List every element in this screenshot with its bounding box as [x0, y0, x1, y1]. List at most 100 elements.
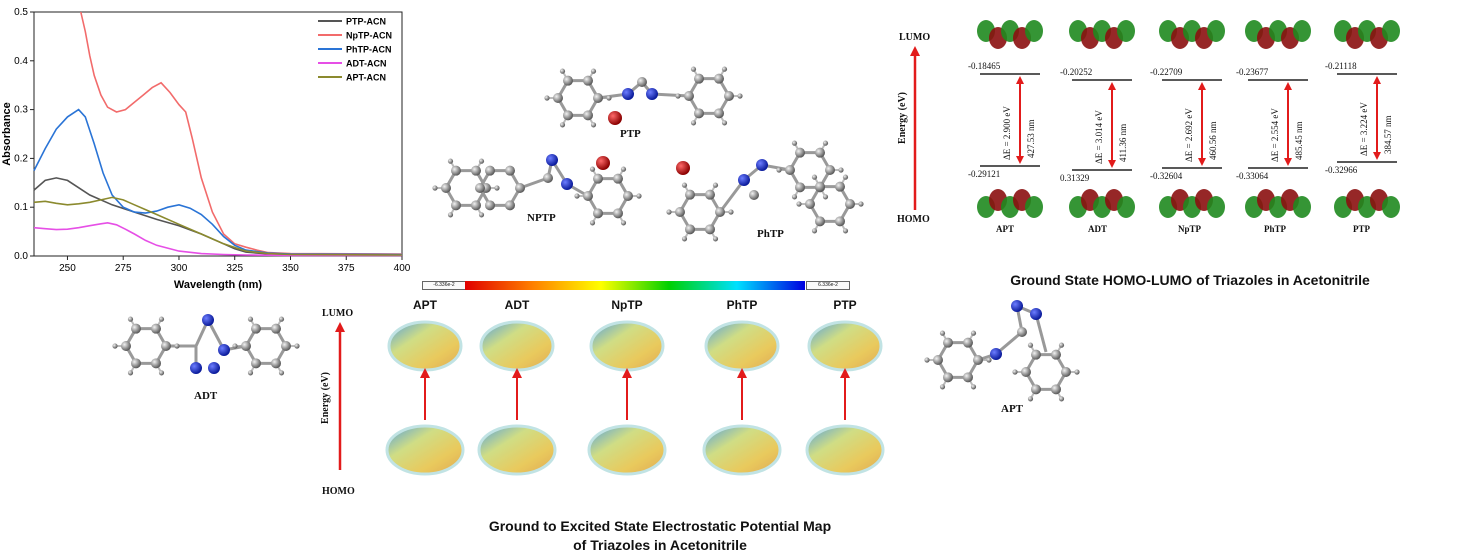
x-tick-label: 375 — [338, 263, 355, 274]
esp-title-line2: of Triazoles in Acetonitrile — [573, 537, 747, 553]
gap-arrow-head — [1016, 76, 1024, 84]
molecule-label-ptp: PTP — [620, 128, 641, 140]
atom — [583, 110, 593, 121]
homo-lumo-column-label: NpTP — [1178, 224, 1202, 234]
orbital-lobe — [1293, 20, 1311, 42]
molecule-ptp — [544, 66, 743, 128]
atom — [174, 343, 180, 349]
energy-gap-value: ΔE = 2.554 eV — [1270, 108, 1280, 162]
atom — [485, 165, 495, 176]
esp-arrow-head — [512, 368, 522, 378]
esp-scale-min-box: -6.336e-2 — [422, 281, 466, 290]
energy-gap-value: ΔE = 2.692 eV — [1184, 108, 1194, 162]
bond — [651, 92, 690, 98]
esp-arrow-head — [420, 368, 430, 378]
energy-axis-homo-label: HOMO — [897, 214, 930, 225]
atom — [815, 181, 825, 192]
esp-map-pair-adt — [477, 320, 557, 476]
legend-label: PTP-ACN — [346, 17, 386, 27]
x-tick-label: 400 — [394, 263, 411, 274]
esp-scale-min: -6.336e-2 — [433, 282, 455, 288]
energy-gap-value: ΔE = 3.014 eV — [1094, 110, 1104, 164]
atom — [441, 183, 451, 193]
atom — [620, 166, 627, 172]
atom — [943, 337, 953, 348]
molecule-label-nptp: NPTP — [527, 212, 556, 224]
atom — [590, 122, 597, 128]
esp-arrow-head — [737, 368, 747, 378]
atom — [127, 316, 134, 322]
atom — [593, 173, 603, 184]
atom — [589, 220, 596, 226]
atom — [1051, 349, 1061, 360]
x-tick-label: 350 — [282, 263, 299, 274]
molecule-phtp — [666, 140, 864, 242]
atom — [970, 330, 977, 336]
atom — [795, 182, 805, 193]
atom — [131, 323, 141, 334]
atom — [705, 224, 715, 235]
atom — [933, 355, 943, 365]
homo-energy-value: -0.32966 — [1325, 165, 1358, 175]
esp-excited-surface — [704, 320, 780, 372]
atom — [675, 207, 685, 217]
esp-label-nptp: NpTP — [611, 298, 643, 312]
atom — [606, 95, 612, 101]
molecule-label-phtp: PhTP — [757, 228, 784, 240]
atom — [811, 174, 818, 180]
orbital-lobe — [1382, 196, 1400, 218]
lumo-energy-value: -0.21118 — [1325, 61, 1357, 71]
atom — [505, 165, 515, 176]
atom — [278, 370, 285, 376]
atom — [986, 357, 992, 363]
atom — [131, 358, 141, 369]
atom — [158, 316, 165, 322]
atom — [251, 358, 261, 369]
series-lines — [33, 11, 403, 257]
homo-lumo-title: Ground State HOMO-LUMO of Triazoles in A… — [1010, 272, 1370, 288]
atom — [721, 66, 728, 72]
homo-energy-value: 0.31329 — [1060, 173, 1090, 183]
atom — [1027, 342, 1034, 348]
atom — [805, 199, 815, 209]
esp-lumo-label: LUMO — [322, 308, 354, 319]
atom — [241, 341, 251, 351]
atom — [712, 182, 719, 188]
y-tick-label: 0.0 — [14, 251, 28, 262]
heteroatom — [546, 154, 558, 166]
atom — [1012, 369, 1018, 375]
heteroatom — [202, 314, 214, 326]
y-ticks: 0.00.10.20.30.40.5 — [14, 7, 34, 262]
atom — [494, 185, 500, 191]
x-tick-label: 325 — [226, 263, 243, 274]
atom — [583, 75, 593, 86]
atom — [690, 120, 697, 126]
heteroatom — [646, 88, 658, 100]
atom — [294, 343, 300, 349]
esp-arrow-head — [622, 368, 632, 378]
gap-arrow-head — [1284, 158, 1292, 166]
gap-wavelength-value: 427.53 nm — [1026, 119, 1036, 158]
heteroatom — [208, 362, 220, 374]
atom — [544, 95, 550, 101]
atom — [613, 173, 623, 184]
atom — [822, 140, 829, 146]
series-line-apt-acn — [33, 196, 403, 256]
atom — [1051, 384, 1061, 395]
atom — [939, 384, 946, 390]
atom — [681, 182, 688, 188]
y-axis-label: Absorbance — [1, 102, 13, 166]
y-tick-label: 0.5 — [14, 7, 28, 18]
atom — [842, 228, 849, 234]
esp-energy-arrow — [335, 322, 345, 470]
atom — [963, 337, 973, 348]
atom — [970, 384, 977, 390]
atom — [690, 66, 697, 72]
gap-wavelength-value: 485.45 nm — [1294, 121, 1304, 160]
heteroatom — [676, 161, 690, 175]
gap-wavelength-value: 384.57 nm — [1383, 115, 1393, 154]
atom — [127, 370, 134, 376]
esp-ground-surface — [477, 424, 557, 476]
heteroatom — [749, 190, 759, 200]
